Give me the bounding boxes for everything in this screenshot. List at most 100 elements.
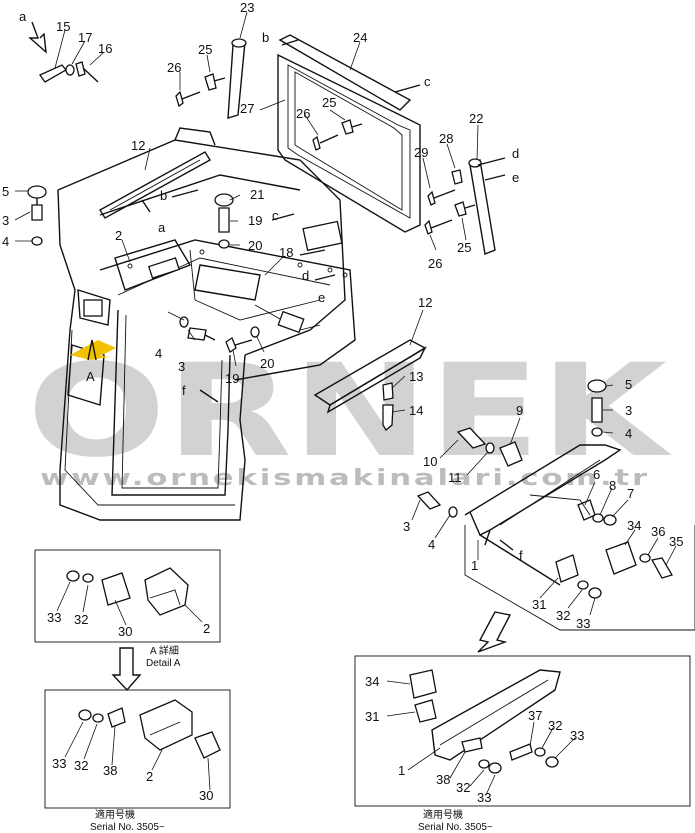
part-label-35: 35 <box>669 534 683 549</box>
part-label-26-b: 26 <box>296 106 310 121</box>
part-label-25-a: 25 <box>198 42 212 57</box>
part-label-31-a: 31 <box>532 597 546 612</box>
cab-body <box>57 127 356 521</box>
part-label-2-b: 2 <box>203 621 210 636</box>
part-label-37: 37 <box>528 708 542 723</box>
part-label-14: 14 <box>409 403 423 418</box>
part-label-19-a: 19 <box>248 213 262 228</box>
part-label-25-b: 25 <box>322 95 336 110</box>
part-label-18: 18 <box>279 245 293 260</box>
seal-strip-22 <box>468 158 496 255</box>
part-label-32-c: 32 <box>74 758 88 773</box>
part-label-33-e: 33 <box>477 790 491 805</box>
part-label-26-a: 26 <box>167 60 181 75</box>
part-label-17: 17 <box>78 30 92 45</box>
part-label-23: 23 <box>240 0 254 15</box>
arrow-label-d-cab: d <box>302 268 309 283</box>
part-label-8: 8 <box>609 478 616 493</box>
part-label-2-a: 2 <box>115 228 122 243</box>
part-label-20-a: 20 <box>248 238 262 253</box>
part-label-32-b: 32 <box>74 612 88 627</box>
part-label-30-a: 30 <box>118 624 132 639</box>
arrow-label-a-top: a <box>19 9 27 24</box>
part-label-10: 10 <box>423 454 437 469</box>
leader-lines <box>14 11 677 796</box>
arrow-label-A: A <box>86 369 95 384</box>
part-label-29: 29 <box>414 145 428 160</box>
part-label-33-a: 33 <box>576 616 590 631</box>
part-label-32-e: 32 <box>456 780 470 795</box>
part-label-4-d: 4 <box>428 537 435 552</box>
arrow-label-f-cab: f <box>182 383 186 398</box>
part-label-2-c: 2 <box>146 769 153 784</box>
part-label-3-c: 3 <box>625 403 632 418</box>
serial-right-jp: 適用号機 <box>423 808 463 821</box>
fasteners <box>27 61 673 599</box>
part-label-11: 11 <box>448 470 462 485</box>
part-label-36: 36 <box>651 524 665 539</box>
part-label-5-b: 5 <box>625 377 632 392</box>
part-label-4-c: 4 <box>625 426 632 441</box>
arrow-label-f-sub: f <box>519 548 523 563</box>
watermark-url: www.ornekismakinalari.com.tr <box>40 466 650 491</box>
part-label-15: 15 <box>56 19 70 34</box>
part-label-12-b: 12 <box>418 295 432 310</box>
part-label-38-a: 38 <box>103 763 117 778</box>
part-label-3-a: 3 <box>2 213 9 228</box>
part-label-19-b: 19 <box>225 371 239 386</box>
part-label-28: 28 <box>439 131 453 146</box>
part-label-33-b: 33 <box>47 610 61 625</box>
seal-strip-23 <box>227 38 247 119</box>
arrow-label-a-cab: a <box>158 220 166 235</box>
part-label-4-b: 4 <box>155 346 162 361</box>
part-label-26-c: 26 <box>428 256 442 271</box>
part-label-34-b: 34 <box>365 674 379 689</box>
part-label-12-a: 12 <box>131 138 145 153</box>
arrow-label-b-cab: b <box>160 188 167 203</box>
part-label-24: 24 <box>353 30 367 45</box>
serial-left-jp: 適用号機 <box>95 808 135 821</box>
detail-a-caption-jp: A 詳細 <box>150 644 179 657</box>
part-label-27: 27 <box>240 101 254 116</box>
part-label-34-a: 34 <box>627 518 641 533</box>
serial-right-en: Serial No. 3505~ <box>418 822 493 833</box>
part-label-3-b: 3 <box>178 359 185 374</box>
detail-a-inset <box>34 549 221 692</box>
part-label-30-b: 30 <box>199 788 213 803</box>
part-label-21: 21 <box>250 187 264 202</box>
part-label-5-a: 5 <box>2 184 9 199</box>
part-label-33-c: 33 <box>52 756 66 771</box>
part-label-32-a: 32 <box>556 608 570 623</box>
arrow-label-d-right: d <box>512 146 519 161</box>
part-label-31-b: 31 <box>365 709 379 724</box>
subframe-assembly <box>464 444 695 653</box>
arrow-label-c-cab: c <box>272 208 279 223</box>
part-label-32-d: 32 <box>548 718 562 733</box>
part-label-13: 13 <box>409 369 423 384</box>
part-label-7: 7 <box>627 486 634 501</box>
lower-right-inset <box>354 655 691 807</box>
watermark-brand: ORNEK <box>27 337 673 486</box>
part-label-9: 9 <box>516 403 523 418</box>
grip-rail-12 <box>313 339 427 414</box>
part-label-25-c: 25 <box>457 240 471 255</box>
part-label-33-d: 33 <box>570 728 584 743</box>
part-label-3-d: 3 <box>403 519 410 534</box>
detail-a-arrow-icon <box>70 340 116 360</box>
arrow-label-e-right: e <box>512 170 519 185</box>
part-label-6: 6 <box>593 467 600 482</box>
lower-left-inset <box>44 689 231 809</box>
detail-a-caption-en: Detail A <box>146 658 181 669</box>
part-label-22: 22 <box>469 111 483 126</box>
part-label-16: 16 <box>98 41 112 56</box>
part-label-4-a: 4 <box>2 234 9 249</box>
arrow-label-e-cab: e <box>318 290 325 305</box>
part-label-1-a: 1 <box>471 558 478 573</box>
part-label-38-b: 38 <box>436 772 450 787</box>
arrow-label-b-top: b <box>262 30 269 45</box>
window-glass-assembly <box>277 34 421 233</box>
part-label-1-b: 1 <box>398 763 405 778</box>
part-label-20-b: 20 <box>260 356 274 371</box>
reference-arrows <box>28 21 514 551</box>
